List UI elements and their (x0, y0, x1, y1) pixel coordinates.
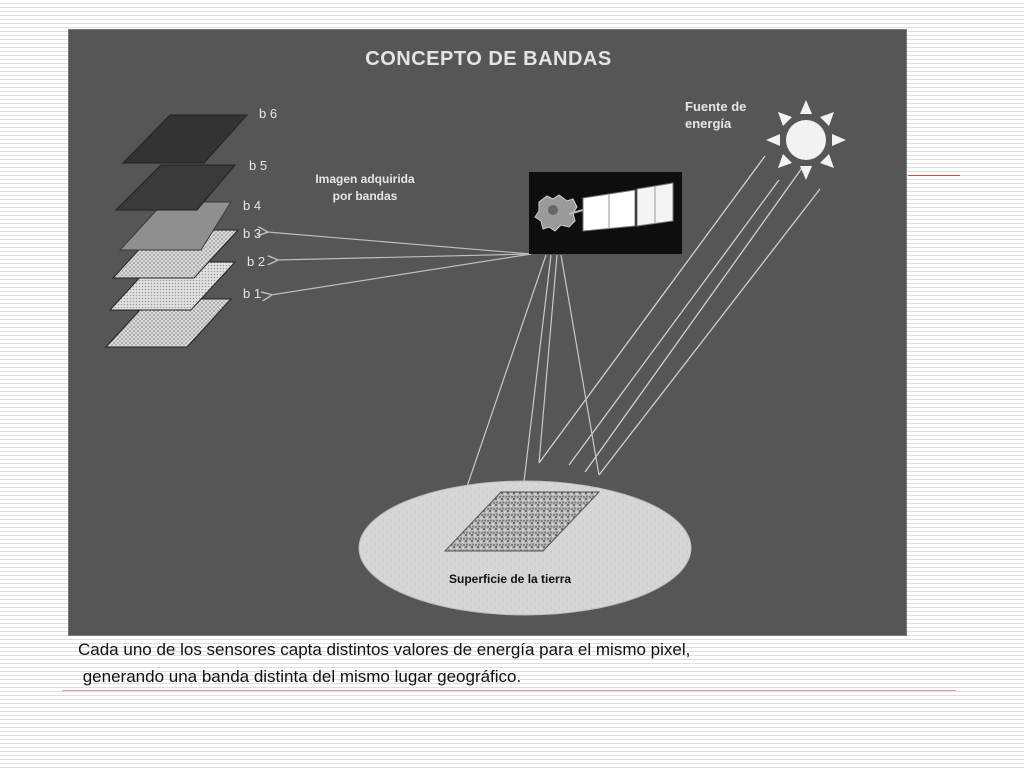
band-label-b4: b 4 (243, 198, 262, 213)
band-arrows (267, 232, 532, 295)
band-layer-b1 (104, 298, 233, 348)
band-label-b3: b 3 (243, 226, 262, 241)
band-label-b1: b 1 (243, 286, 262, 301)
band-label-b6: b 6 (259, 106, 278, 121)
energy-source-label: Fuente de energía (685, 99, 747, 131)
diagram-panel: CONCEPTO DE BANDAS Fuente de energía Ima… (68, 29, 907, 636)
band-stack (104, 114, 249, 348)
satellite-icon (529, 172, 682, 254)
decorative-rule-bottom (62, 690, 956, 691)
earth-surface-label: Superficie de la tierra (449, 572, 572, 586)
band-layer-b5 (114, 164, 237, 211)
arrow-to-b2 (277, 253, 532, 260)
band-layer-b6 (121, 114, 249, 164)
band-layer-b4 (118, 201, 232, 251)
acquired-image-label: Imagen adquirida por bandas (315, 172, 415, 203)
slide-caption: Cada uno de los sensores capta distintos… (78, 640, 691, 686)
ground-footprint (443, 491, 601, 552)
sun-icon (766, 100, 846, 180)
solar-rays (538, 155, 821, 476)
diagram-title: CONCEPTO DE BANDAS (365, 48, 612, 70)
band-label-b2: b 2 (247, 254, 266, 269)
arrow-to-b1 (271, 253, 532, 295)
band-concept-diagram (104, 100, 846, 616)
arrow-to-b3 (267, 232, 532, 255)
band-label-b5: b 5 (249, 158, 268, 173)
decorative-rule-top (908, 175, 960, 176)
